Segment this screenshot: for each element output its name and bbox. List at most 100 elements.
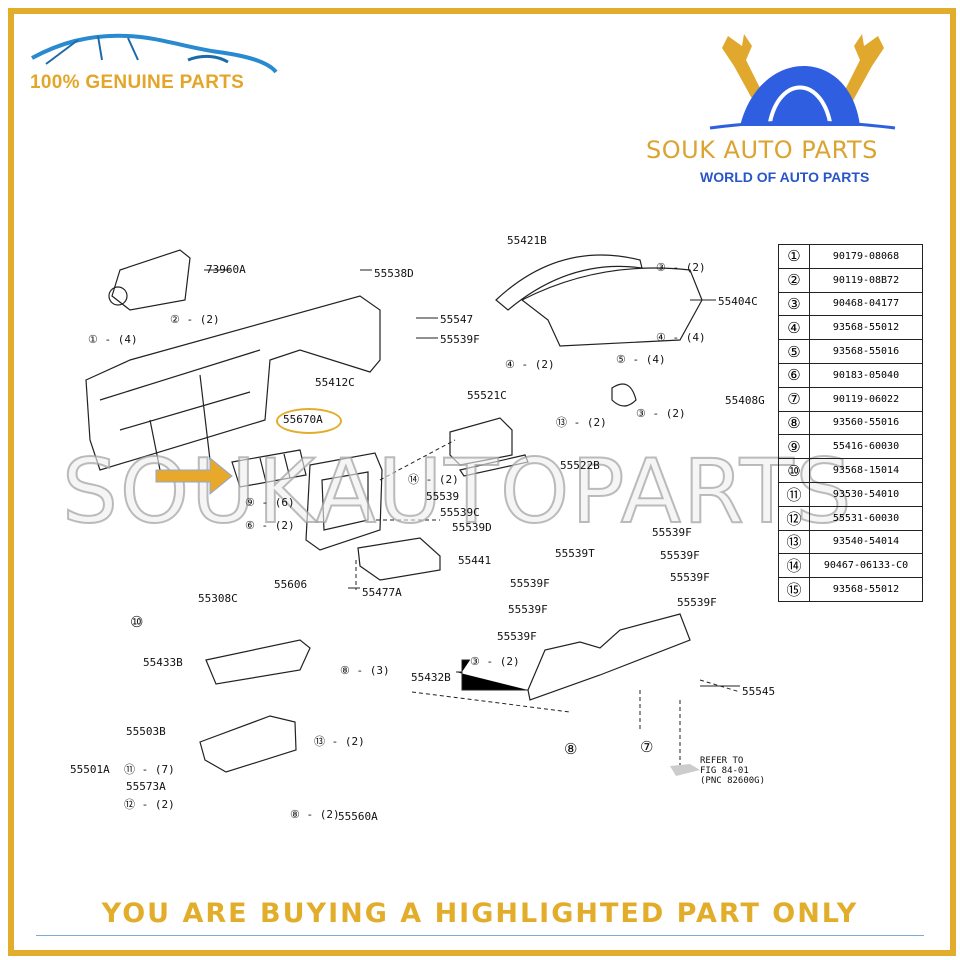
item-number: ⑫ (778, 505, 810, 531)
callout-label[interactable]: ⑥ - (2) (245, 519, 295, 532)
callout-label[interactable]: ⑫ - (2) (124, 798, 175, 811)
callout-label[interactable]: 55573A (126, 780, 166, 793)
callout-label[interactable]: 55539T (555, 547, 595, 560)
item-number: ② (778, 267, 810, 293)
callout-label[interactable]: 55560A (338, 810, 378, 823)
part-number: 90467-06133-C0 (809, 553, 923, 579)
watermark: SOUKAUTOPARTS (61, 439, 854, 544)
callout-label[interactable]: 55501A (70, 763, 110, 776)
callout-label[interactable]: 55412C (315, 376, 355, 389)
callout-label[interactable]: 55503B (126, 725, 166, 738)
callout-label[interactable]: ③ - (2) (470, 655, 520, 668)
item-number: ⑦ (778, 386, 810, 412)
callout-label[interactable]: ① - (4) (88, 333, 138, 346)
part-number: 90468-04177 (809, 291, 923, 317)
item-number: ⑩ (778, 458, 810, 483)
item-number: ⑤ (778, 339, 810, 364)
callout-label[interactable]: 55539C (440, 506, 480, 519)
part-number: 93568-55016 (809, 339, 923, 364)
callout-label[interactable]: 55547 (440, 313, 474, 326)
callout-label[interactable]: 55408G (725, 394, 765, 407)
callout-label[interactable]: 55539F (510, 577, 550, 590)
callout-label[interactable]: 55404C (718, 295, 758, 308)
refer-note: FIG 84-01 (700, 766, 749, 776)
callout-label[interactable]: 55606 (274, 578, 308, 591)
part-number: 93568-15014 (809, 458, 923, 483)
callout-label[interactable]: 55539F (508, 603, 548, 616)
callout-label[interactable]: ⑧ (564, 740, 578, 758)
callout-label[interactable]: 55539 (426, 490, 460, 503)
highlighted-part-notice: YOU ARE BUYING A HIGHLIGHTED PART ONLY (101, 898, 859, 929)
callout-label[interactable]: 55539F (677, 596, 717, 609)
highlight-ellipse (276, 408, 342, 434)
callout-label[interactable]: 73960A (206, 263, 246, 276)
callout-label[interactable]: ⑬ - (2) (314, 735, 365, 748)
item-number: ⑭ (778, 553, 810, 579)
brand-tagline: WORLD OF AUTO PARTS (700, 169, 870, 185)
callout-label[interactable]: 55421B (507, 234, 547, 247)
callout-label[interactable]: 55308C (198, 592, 238, 605)
item-number: ③ (778, 291, 810, 317)
part-number: 93568-55012 (809, 577, 923, 602)
part-number: 55416-60030 (809, 434, 923, 460)
callout-label[interactable]: 55539F (670, 571, 710, 584)
part-number: 90183-05040 (809, 362, 923, 388)
callout-label[interactable]: 55545 (742, 685, 776, 698)
callout-label[interactable]: ③ - (2) (656, 261, 706, 274)
callout-label[interactable]: 55539D (452, 521, 492, 534)
brand-name: SOUK AUTO PARTS (646, 136, 878, 164)
callout-label[interactable]: 55538D (374, 267, 414, 280)
callout-label[interactable]: ⑭ - (2) (408, 473, 459, 486)
callout-label[interactable]: ⑬ - (2) (556, 416, 607, 429)
divider (36, 935, 924, 936)
item-number: ⑧ (778, 410, 810, 436)
part-number: 90119-08B72 (809, 267, 923, 293)
callout-label[interactable]: ② - (2) (170, 313, 220, 326)
callout-label[interactable]: ⑤ - (4) (616, 353, 666, 366)
callout-label[interactable]: 55441 (458, 554, 492, 567)
callout-label[interactable]: ⑧ - (3) (340, 664, 390, 677)
callout-label[interactable]: ④ - (2) (505, 358, 555, 371)
callout-label[interactable]: 55522B (560, 459, 600, 472)
callout-label[interactable]: ⑧ - (2) (290, 808, 340, 821)
callout-label[interactable]: ⑨ - (6) (245, 496, 295, 509)
part-number: 90119-06022 (809, 386, 923, 412)
part-number: 90179-08068 (809, 244, 923, 269)
callout-label[interactable]: 55477A (362, 586, 402, 599)
callout-label[interactable]: 55539F (440, 333, 480, 346)
callout-label[interactable]: 55521C (467, 389, 507, 402)
callout-label[interactable]: 55539F (497, 630, 537, 643)
callout-label[interactable]: 55432B (411, 671, 451, 684)
callout-label[interactable]: ④ - (4) (656, 331, 706, 344)
refer-note: REFER TO (700, 756, 744, 766)
callout-label[interactable]: ⑩ (130, 613, 144, 631)
callout-label[interactable]: ③ - (2) (636, 407, 686, 420)
callout-label[interactable]: 55539F (652, 526, 692, 539)
callout-label[interactable]: ⑪ - (7) (124, 763, 175, 776)
genuine-parts-label: 100% GENUINE PARTS (30, 72, 245, 93)
brand-logo-icon (709, 34, 896, 130)
part-number: 93560-55016 (809, 410, 923, 436)
callout-label[interactable]: 55433B (143, 656, 183, 669)
callout-label[interactable]: 55539F (660, 549, 700, 562)
gold-frame (8, 8, 956, 956)
highlighted-part-label[interactable]: 55670A (283, 413, 323, 426)
item-number: ⑮ (778, 577, 810, 602)
item-number: ⑬ (778, 529, 810, 555)
item-number: ⑪ (778, 481, 810, 507)
callout-label[interactable]: ⑦ (640, 738, 654, 756)
